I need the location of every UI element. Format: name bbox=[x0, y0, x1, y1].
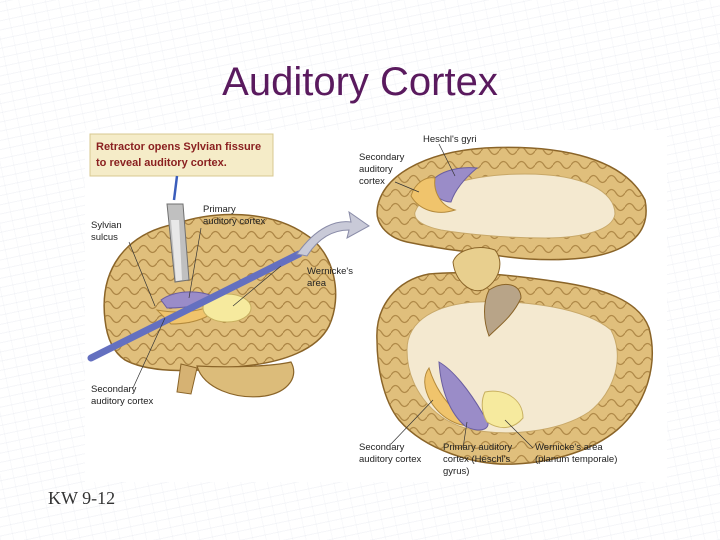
label-sylvian-sulcus-2: sulcus bbox=[91, 232, 118, 243]
label-secondary-auditory-left-2: auditory cortex bbox=[91, 396, 154, 407]
coronal-section bbox=[377, 147, 652, 464]
label-secondary-auditory-top-2: auditory bbox=[359, 164, 393, 175]
label-primary-auditory-bottom-2: cortex (Heschl's bbox=[443, 454, 511, 465]
label-sylvian-sulcus-1: Sylvian bbox=[91, 220, 122, 231]
label-secondary-auditory-top-3: cortex bbox=[359, 176, 385, 187]
label-secondary-auditory-bottom-2: auditory cortex bbox=[359, 454, 422, 465]
label-wernickes-bottom-1: Wernicke's area bbox=[535, 442, 603, 453]
callout-line-2: to reveal auditory cortex. bbox=[96, 157, 227, 169]
label-primary-auditory-left-2: auditory cortex bbox=[203, 216, 266, 227]
brainstem bbox=[177, 364, 197, 394]
slide-footer: KW 9-12 bbox=[48, 488, 115, 509]
label-primary-auditory-left-1: Primary bbox=[203, 204, 236, 215]
label-wernickes-left-1: Wernicke's bbox=[307, 266, 353, 277]
label-wernickes-left-2: area bbox=[307, 278, 327, 289]
cerebellum bbox=[197, 362, 294, 397]
diagram-figure: Retractor opens Sylvian fissure to revea… bbox=[85, 130, 667, 482]
label-secondary-auditory-bottom-1: Secondary bbox=[359, 442, 405, 453]
lateral-brain bbox=[104, 215, 336, 397]
callout-line-1: Retractor opens Sylvian fissure bbox=[96, 141, 261, 153]
label-secondary-auditory-top-1: Secondary bbox=[359, 152, 405, 163]
transition-arrow bbox=[297, 212, 369, 256]
callout-box: Retractor opens Sylvian fissure to revea… bbox=[90, 134, 273, 176]
label-heschls-gyri: Heschl's gyri bbox=[423, 134, 477, 145]
slide-title: Auditory Cortex bbox=[0, 60, 720, 105]
label-primary-auditory-bottom-1: Primary auditory bbox=[443, 442, 512, 453]
label-primary-auditory-bottom-3: gyrus) bbox=[443, 466, 469, 477]
label-secondary-auditory-left-1: Secondary bbox=[91, 384, 137, 395]
label-wernickes-bottom-2: (planum temporale) bbox=[535, 454, 617, 465]
